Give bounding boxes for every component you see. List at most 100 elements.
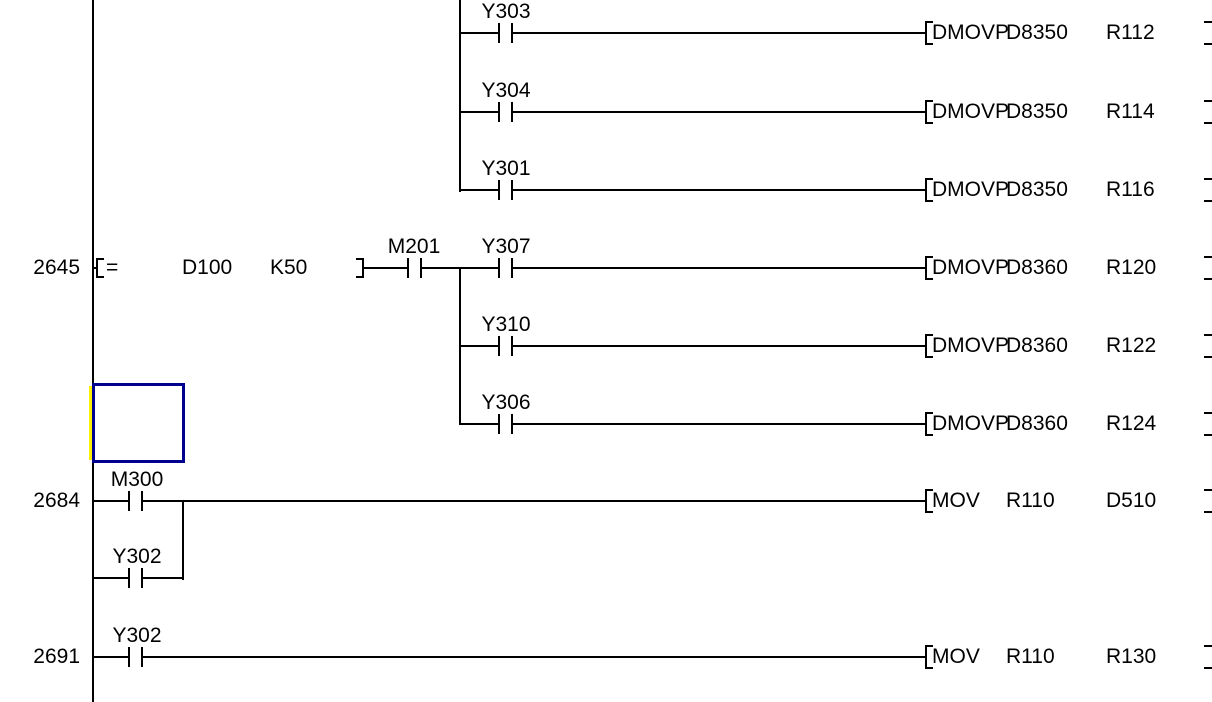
- device-label: M300: [110, 468, 164, 491]
- instruction-dest: R130: [1106, 645, 1157, 668]
- wire: [143, 577, 184, 579]
- contact-bar: [498, 102, 500, 122]
- device-label: Y306: [481, 391, 531, 414]
- wire: [513, 32, 925, 34]
- wire: [461, 32, 498, 34]
- device-label: Y302: [112, 545, 162, 568]
- instruction-source: D8350: [1006, 21, 1068, 44]
- open-bracket: [925, 256, 933, 280]
- wire: [513, 111, 925, 113]
- cursor-rail-highlight: [89, 386, 92, 460]
- contact-bar: [128, 647, 130, 667]
- contact-bar: [420, 258, 422, 278]
- contact-bar: [511, 258, 513, 278]
- instruction-dest: R114: [1106, 100, 1155, 123]
- device-label: Y310: [481, 313, 531, 336]
- left-power-rail: [92, 0, 94, 702]
- open-bracket: [925, 100, 933, 124]
- device-label: Y304: [481, 79, 531, 102]
- open-bracket: [925, 645, 933, 669]
- instruction-source: D8360: [1006, 256, 1068, 279]
- contact-bar: [141, 491, 143, 511]
- wire: [94, 577, 128, 579]
- contact-bar: [128, 491, 130, 511]
- wire: [461, 189, 498, 191]
- open-bracket: [96, 258, 104, 278]
- instruction-opcode: DMOVP: [932, 21, 1010, 44]
- open-bracket: [925, 21, 933, 45]
- contact-bar: [498, 336, 500, 356]
- contact-bar: [498, 258, 500, 278]
- compare-operand2: K50: [270, 256, 308, 279]
- instruction-dest: R120: [1106, 256, 1157, 279]
- wire: [513, 189, 925, 191]
- instruction-source: D8360: [1006, 412, 1068, 435]
- device-label: Y302: [112, 624, 162, 647]
- wire: [422, 267, 498, 269]
- device-label: Y301: [481, 157, 531, 180]
- compare-operator: =: [106, 256, 119, 279]
- close-bracket: [1204, 256, 1212, 280]
- instruction-source: D8350: [1006, 178, 1068, 201]
- contact-bar: [511, 180, 513, 200]
- close-bracket: [1204, 21, 1212, 45]
- wire: [143, 500, 925, 502]
- instruction-opcode: DMOVP: [932, 178, 1010, 201]
- contact-bar: [498, 414, 500, 434]
- instruction-source: D8350: [1006, 100, 1068, 123]
- instruction-opcode: DMOVP: [932, 100, 1010, 123]
- contact-bar: [511, 414, 513, 434]
- wire: [364, 267, 407, 269]
- device-label: Y307: [481, 235, 531, 258]
- instruction-dest: R122: [1106, 334, 1157, 357]
- close-bracket: [1204, 645, 1212, 669]
- wire: [461, 345, 498, 347]
- branch-rail-2684: [182, 500, 184, 580]
- open-bracket: [925, 334, 933, 358]
- device-label: Y303: [481, 0, 531, 23]
- device-label: M201: [387, 235, 441, 258]
- wire: [94, 656, 128, 658]
- contact-bar: [128, 568, 130, 588]
- close-bracket: [1204, 178, 1212, 202]
- instruction-opcode: MOV: [932, 489, 980, 512]
- wire: [513, 267, 925, 269]
- open-bracket: [925, 178, 933, 202]
- close-bracket: [356, 258, 364, 278]
- contact-bar: [498, 23, 500, 43]
- open-bracket: [925, 489, 933, 513]
- wire: [461, 423, 498, 425]
- instruction-dest: D510: [1106, 489, 1157, 512]
- wire: [513, 423, 925, 425]
- wire: [143, 656, 925, 658]
- branch-rail-group1: [459, 0, 461, 192]
- contact-bar: [511, 23, 513, 43]
- instruction-dest: R124: [1106, 412, 1157, 435]
- open-bracket: [925, 412, 933, 436]
- branch-rail-group2: [459, 267, 461, 425]
- contact-bar: [407, 258, 409, 278]
- instruction-opcode: DMOVP: [932, 412, 1010, 435]
- wire: [513, 345, 925, 347]
- step-number: 2684: [33, 489, 80, 512]
- contact-bar: [141, 647, 143, 667]
- cursor-box: [92, 383, 185, 463]
- contact-bar: [511, 336, 513, 356]
- wire: [94, 500, 128, 502]
- contact-bar: [141, 568, 143, 588]
- compare-operand1: D100: [182, 256, 233, 279]
- instruction-source: R110: [1006, 645, 1055, 668]
- instruction-opcode: DMOVP: [932, 334, 1010, 357]
- wire: [461, 111, 498, 113]
- close-bracket: [1204, 334, 1212, 358]
- step-number: 2691: [33, 645, 80, 668]
- instruction-dest: R116: [1106, 178, 1155, 201]
- close-bracket: [1204, 412, 1212, 436]
- contact-bar: [498, 180, 500, 200]
- step-number: 2645: [33, 256, 80, 279]
- instruction-dest: R112: [1106, 21, 1155, 44]
- instruction-opcode: MOV: [932, 645, 980, 668]
- instruction-opcode: DMOVP: [932, 256, 1010, 279]
- instruction-source: R110: [1006, 489, 1055, 512]
